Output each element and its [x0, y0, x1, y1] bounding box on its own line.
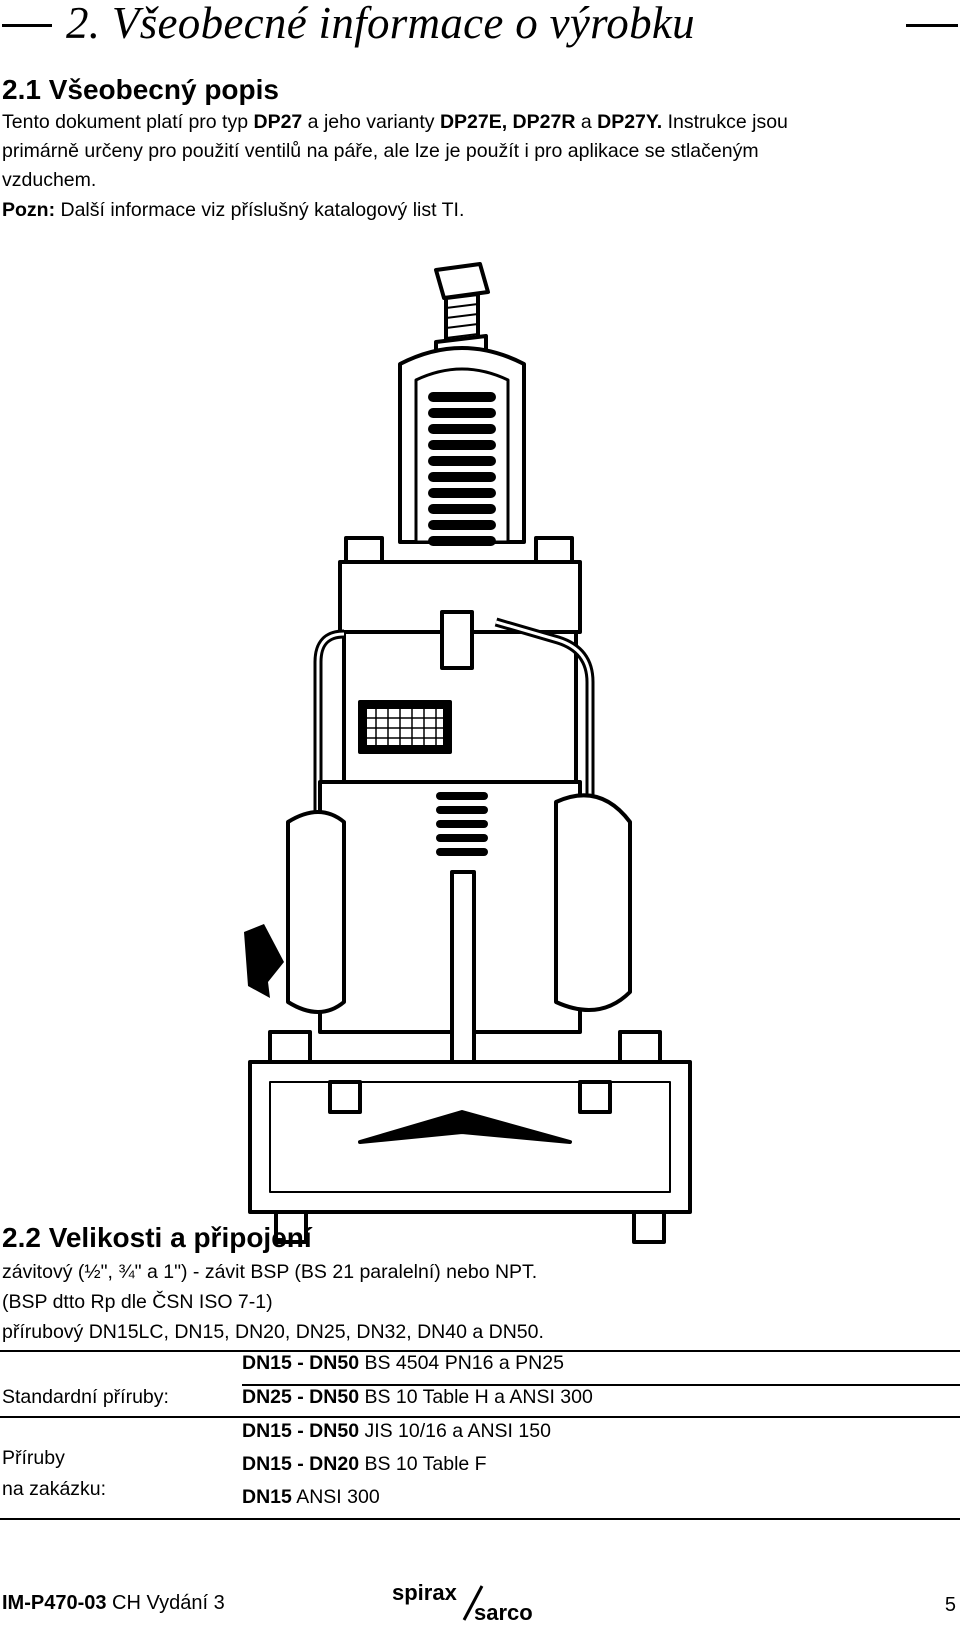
logo-top-text: spirax [392, 1582, 458, 1605]
table-row: DN15 - DN50 BS 4504 PN16 a PN25 [242, 1352, 564, 1375]
section-2-2-line-1: závitový (½", ¾" a 1") - závit BSP (BS 2… [2, 1261, 538, 1283]
table-row: DN15 - DN50 JIS 10/16 a ANSI 150 [242, 1420, 551, 1443]
note-text: Další informace viz příslušný katalogový… [55, 199, 465, 221]
flow-arrow-icon [244, 924, 284, 998]
section-2-1-line-3: vzduchem. [2, 169, 97, 191]
logo-bottom-text: sarco [474, 1600, 533, 1625]
size-range: DN15 [242, 1486, 292, 1508]
flange-spec: ANSI 300 [291, 1486, 380, 1508]
table-row: DN15 - DN20 BS 10 Table F [242, 1453, 487, 1476]
model-dp27: DP27 [253, 111, 303, 133]
flange-spec: JIS 10/16 a ANSI 150 [359, 1420, 551, 1442]
section-2-1-line-2: primárně určeny pro použití ventilů na p… [2, 140, 759, 162]
note: Pozn: Další informace viz příslušný kata… [2, 196, 464, 225]
title-rule-left [2, 24, 52, 27]
custom-flanges-label-2: na zakázku: [2, 1478, 107, 1500]
size-range: DN15 - DN50 [242, 1352, 360, 1374]
flange-spec: BS 4504 PN16 a PN25 [359, 1352, 564, 1374]
text-run: a [575, 111, 598, 133]
edition: CH Vydání 3 [106, 1592, 225, 1614]
text-run: Tento dokument platí pro typ [2, 111, 254, 133]
standard-flanges-label: Standardní příruby: [2, 1386, 169, 1408]
table-rule-top [0, 1350, 960, 1352]
table-rule-bottom [0, 1518, 960, 1520]
valve-cutaway-illustration [244, 262, 692, 1244]
size-range: DN15 - DN50 [242, 1420, 360, 1442]
size-range: DN15 - DN20 [242, 1453, 360, 1475]
model-variants: DP27E, DP27R [439, 111, 576, 133]
model-dp27y: DP27Y. [597, 111, 663, 133]
table-row: DN25 - DN50 BS 10 Table H a ANSI 300 [242, 1386, 593, 1409]
table-row: DN15 ANSI 300 [242, 1486, 380, 1509]
table-rule [0, 1416, 960, 1418]
section-2-2-line-3: přírubový DN15LC, DN15, DN20, DN25, DN32… [2, 1321, 544, 1343]
chapter-title: 2. Všeobecné informace o výrobku [0, 0, 960, 48]
section-2-1-heading: 2.1 Všeobecný popis [2, 74, 279, 105]
document-code: IM-P470-03 CH Vydání 3 [2, 1592, 225, 1615]
table-rule [242, 1384, 960, 1386]
flange-spec: BS 10 Table H a ANSI 300 [359, 1386, 593, 1408]
flange-spec: BS 10 Table F [359, 1453, 487, 1475]
title-rule-right [906, 24, 958, 27]
section-2-2-heading: 2.2 Velikosti a připojení [2, 1222, 312, 1253]
section-2-1-line-1: Tento dokument platí pro typ DP27 a jeho… [2, 108, 788, 137]
spirax-sarco-logo: spirax sarco [392, 1582, 533, 1625]
page-number: 5 [944, 1594, 956, 1616]
doc-code: IM-P470-03 [2, 1592, 107, 1614]
text-run: Instrukce jsou [662, 111, 788, 133]
note-label: Pozn: [2, 199, 56, 221]
chapter-heading: 2. Všeobecné informace o výrobku [66, 0, 695, 48]
section-2-2-line-2: (BSP dtto Rp dle ČSN ISO 7-1) [2, 1291, 273, 1313]
custom-flanges-label-1: Příruby [2, 1447, 65, 1469]
size-range: DN25 - DN50 [242, 1386, 360, 1408]
text-run: a jeho varianty [302, 111, 440, 133]
